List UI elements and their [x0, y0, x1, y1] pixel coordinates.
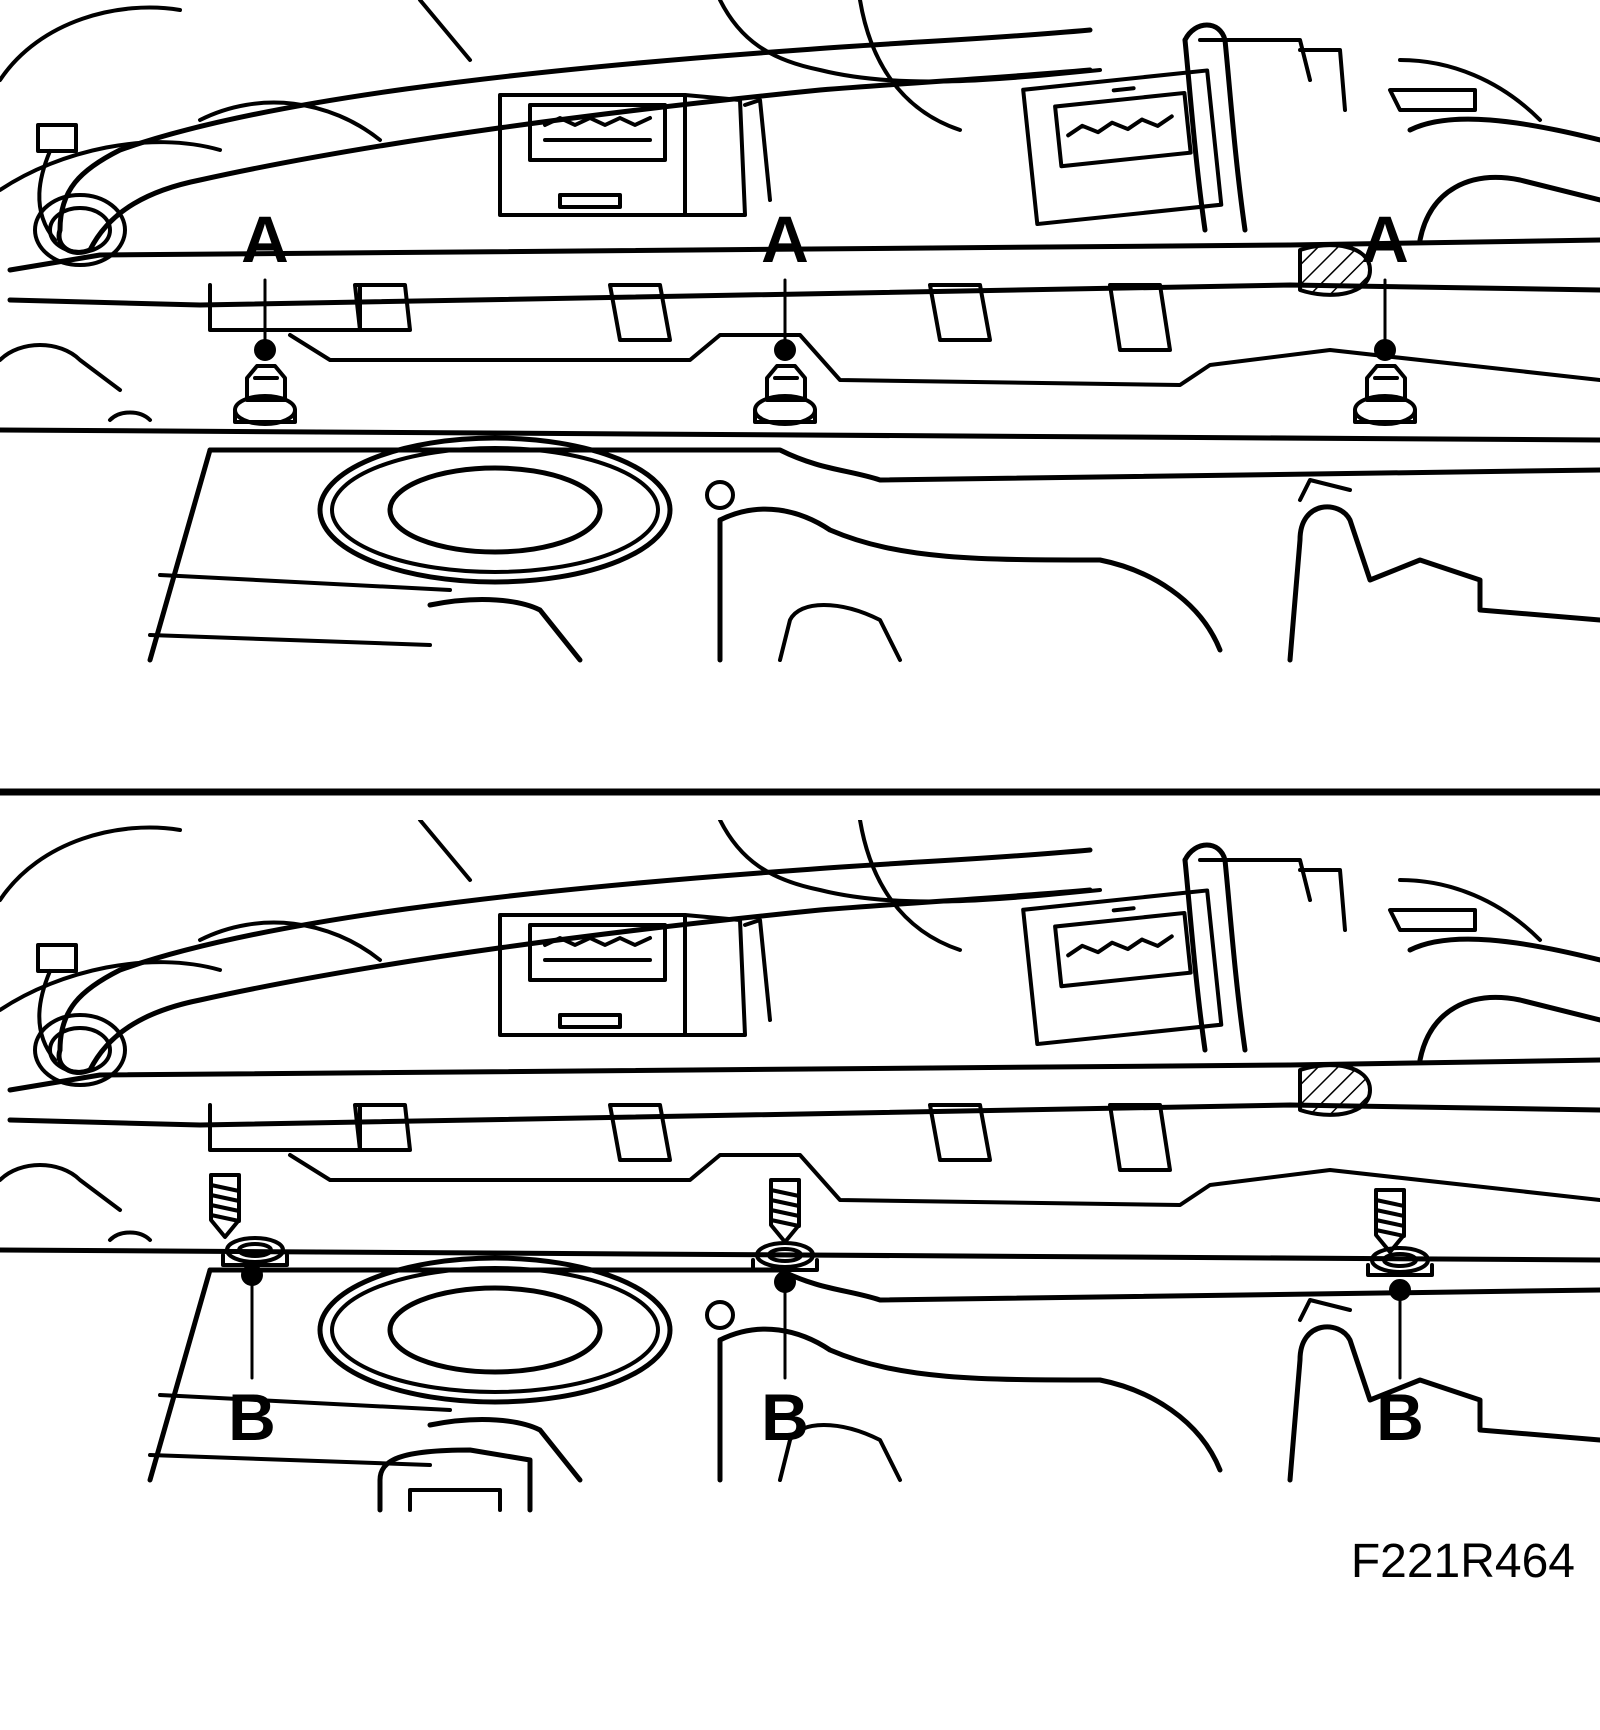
callout-a-leaders — [254, 278, 1396, 361]
nut-a-1 — [233, 364, 297, 426]
stud-b-2 — [769, 1178, 801, 1244]
callout-label-b-3: B — [1376, 1380, 1424, 1454]
boss-b-3 — [1366, 1246, 1434, 1277]
stud-b-1 — [209, 1173, 241, 1239]
callout-label-a-2: A — [761, 202, 809, 276]
callout-label-a-1: A — [241, 202, 289, 276]
callout-b-leaders — [241, 1264, 1411, 1380]
figure-code: F221R464 — [1351, 1535, 1575, 1588]
nut-a-2 — [753, 364, 817, 426]
stud-b-3 — [1374, 1188, 1406, 1254]
bottom-panel: B B B F221R464 — [0, 820, 1600, 1588]
callout-label-b-1: B — [228, 1380, 276, 1454]
nut-a-3 — [1353, 364, 1417, 426]
callout-label-b-2: B — [761, 1380, 809, 1454]
top-panel: A A A — [0, 0, 1600, 660]
callout-label-a-3: A — [1361, 202, 1409, 276]
